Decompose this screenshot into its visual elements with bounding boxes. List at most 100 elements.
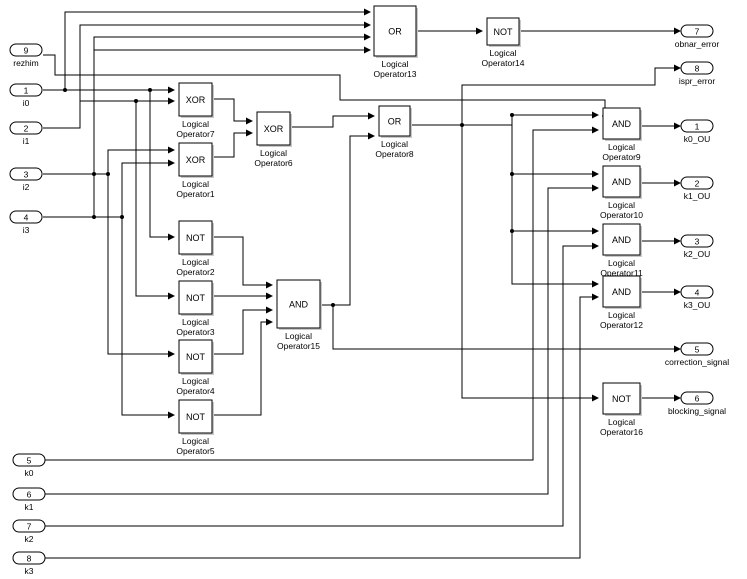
block-name-line2: Operator13 <box>374 69 417 79</box>
port-number: 8 <box>695 64 700 74</box>
block-name-line1: Logical <box>608 142 635 152</box>
block-name-line2: Operator16 <box>600 427 643 437</box>
block-name-line2: Operator2 <box>176 267 215 277</box>
block-operator-label: NOT <box>494 27 514 37</box>
block-name-line2: Operator3 <box>176 327 215 337</box>
block-operator-label: XOR <box>264 124 284 134</box>
output-port-obnar_error[interactable]: 7 obnar_error <box>675 24 720 49</box>
block-name-line2: Operator4 <box>176 386 215 396</box>
block-operator-label: NOT <box>186 233 206 243</box>
block-name-line1: Logical <box>182 376 209 386</box>
junction-dots <box>63 88 514 307</box>
input-port-rezhim[interactable]: 9 rezhim <box>9 43 43 68</box>
output-port-k2_OU[interactable]: 3k2_OU <box>680 234 714 259</box>
port-label: obnar_error <box>675 39 720 49</box>
input-port-k1[interactable]: 6k1 <box>12 487 46 512</box>
block-name-line1: Logical <box>608 417 635 427</box>
output-port-blocking_signal[interactable]: 6 blocking_signal <box>668 391 726 416</box>
port-label: i1 <box>23 136 30 146</box>
port-label: k1_OU <box>684 191 710 201</box>
block-name-line1: Logical <box>182 119 209 129</box>
block-name-line1: Logical <box>490 48 517 58</box>
input-port-i1[interactable]: 2i1 <box>9 121 43 146</box>
block-name-line1: Logical <box>382 59 409 69</box>
block-name-line1: Logical <box>182 317 209 327</box>
block-operator-label: NOT <box>612 394 632 404</box>
port-number: 3 <box>24 170 29 180</box>
input-port-i0[interactable]: 1i0 <box>9 83 43 108</box>
port-number: 4 <box>24 213 29 223</box>
port-label: k3 <box>25 566 34 576</box>
block-name-line2: Operator12 <box>600 320 643 330</box>
port-number: 5 <box>27 456 32 466</box>
block-name-line2: Operator15 <box>277 341 320 351</box>
block-name-line2: Operator8 <box>375 149 414 159</box>
input-port-i2[interactable]: 3i2 <box>9 167 43 192</box>
port-number: 3 <box>695 237 700 247</box>
port-label: i0 <box>23 98 30 108</box>
block-name-line2: Operator6 <box>254 158 293 168</box>
block-name-line1: Logical <box>182 257 209 267</box>
block-operator-label: XOR <box>186 155 206 165</box>
port-number: 6 <box>695 394 700 404</box>
block-name-line1: Logical <box>285 331 312 341</box>
port-number: 1 <box>24 86 29 96</box>
input-port-k2[interactable]: 7k2 <box>12 519 46 544</box>
input-port-k3[interactable]: 8k3 <box>12 551 46 576</box>
port-number: 5 <box>695 345 700 355</box>
port-label: i2 <box>23 182 30 192</box>
port-number: 7 <box>695 27 700 37</box>
port-label: k0_OU <box>684 134 710 144</box>
block-name-line2: Operator11 <box>600 268 643 278</box>
block-operator-label: NOT <box>186 412 206 422</box>
block-operator-label: OR <box>388 117 402 127</box>
port-number: 1 <box>695 122 700 132</box>
output-port-ispr_error[interactable]: 8 ispr_error <box>679 61 716 86</box>
port-label: blocking_signal <box>668 406 726 416</box>
port-number: 9 <box>24 46 29 56</box>
port-label: k3_OU <box>684 300 710 310</box>
block-operator-label: AND <box>612 119 632 129</box>
port-label: ispr_error <box>679 76 716 86</box>
block-name-line2: Operator5 <box>176 446 215 456</box>
block-name-line1: Logical <box>608 258 635 268</box>
port-label: rezhim <box>13 58 39 68</box>
block-name-line2: Operator9 <box>602 152 641 162</box>
output-port-k1_OU[interactable]: 2 k1_OU <box>680 176 714 201</box>
block-name-line1: Logical <box>608 200 635 210</box>
port-label: k1 <box>25 502 34 512</box>
block-operator-label: AND <box>612 287 632 297</box>
block-operator-label: NOT <box>186 293 206 303</box>
input-port-i3[interactable]: 4i3 <box>9 210 43 235</box>
block-operator-label: AND <box>612 177 632 187</box>
output-port-k0_OU[interactable]: 1 k0_OU <box>680 119 714 144</box>
signal-wires <box>43 8 681 559</box>
output-port-k3_OU[interactable]: 4 k3_OU <box>680 285 714 310</box>
port-number: 4 <box>695 288 700 298</box>
port-label: k2 <box>25 534 34 544</box>
block-name-line1: Logical <box>182 179 209 189</box>
block-name-line2: Operator7 <box>176 129 215 139</box>
port-number: 7 <box>27 522 32 532</box>
block-operator-label: XOR <box>186 95 206 105</box>
port-number: 2 <box>695 179 700 189</box>
block-operator-label: AND <box>612 235 632 245</box>
input-port-k0[interactable]: 5k0 <box>12 453 46 478</box>
